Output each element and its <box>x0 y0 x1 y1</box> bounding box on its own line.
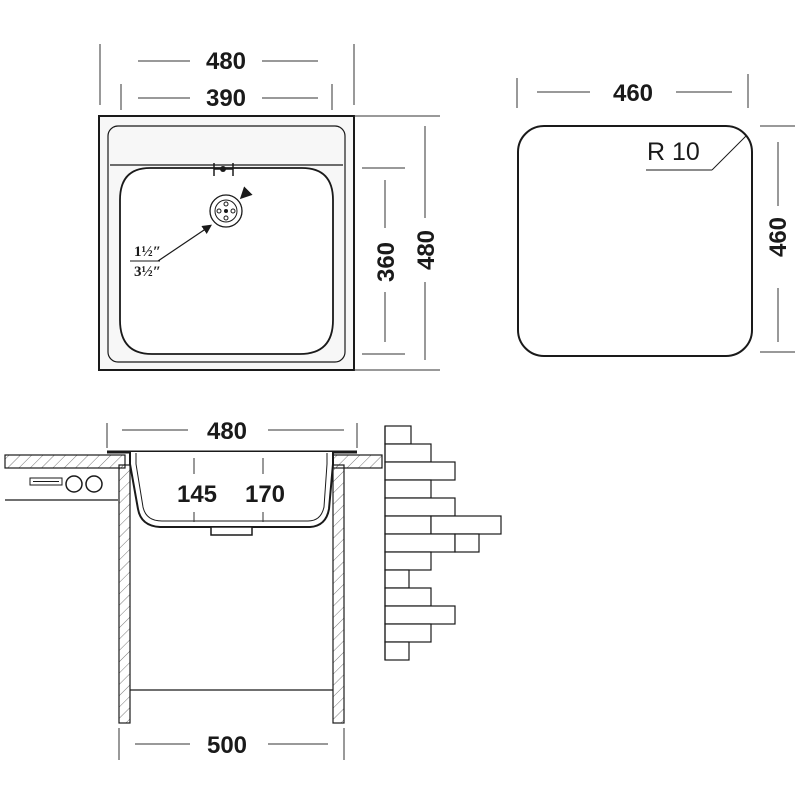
cabinet-panel-left <box>118 464 131 724</box>
appliance-controls-icon <box>29 475 103 493</box>
drain-icon <box>209 194 243 228</box>
cutout-view: 460 R 10 460 <box>516 74 795 357</box>
cutout-height-label: 460 <box>765 217 792 257</box>
drain-small-label: 1½″ <box>134 244 161 260</box>
depth-front-label: 145 <box>177 481 217 508</box>
top-view: 480 390 1½″ 3½″ <box>98 44 440 371</box>
sink-width-label: 480 <box>207 418 247 445</box>
cutout-outline <box>517 125 753 357</box>
cabinet-panel-right <box>332 464 345 724</box>
bowl-depth-label: 360 <box>373 242 400 282</box>
radius-leader <box>711 135 747 171</box>
drain-outlet <box>210 526 253 536</box>
bowl-section <box>129 452 334 528</box>
overflow-icon <box>213 163 234 176</box>
drain-arrow-outer <box>239 186 253 200</box>
overall-depth-label: 480 <box>413 230 440 270</box>
brick-wall <box>384 425 502 661</box>
radius-label: R 10 <box>647 138 700 166</box>
overall-width-label: 480 <box>206 48 246 75</box>
depth-back-label: 170 <box>245 481 285 508</box>
cabinet-width-label: 500 <box>207 732 247 759</box>
bowl-outline <box>119 167 334 355</box>
bowl-width-label: 390 <box>206 85 246 112</box>
bowl-inner-section <box>135 453 328 522</box>
sink-rim <box>107 125 346 363</box>
drain-leader <box>157 224 212 262</box>
drain-large-label: 3½″ <box>134 264 161 280</box>
worktop-left <box>4 454 126 469</box>
cutout-width-label: 460 <box>613 80 653 107</box>
side-view: 480 145 170 500 <box>4 418 502 760</box>
